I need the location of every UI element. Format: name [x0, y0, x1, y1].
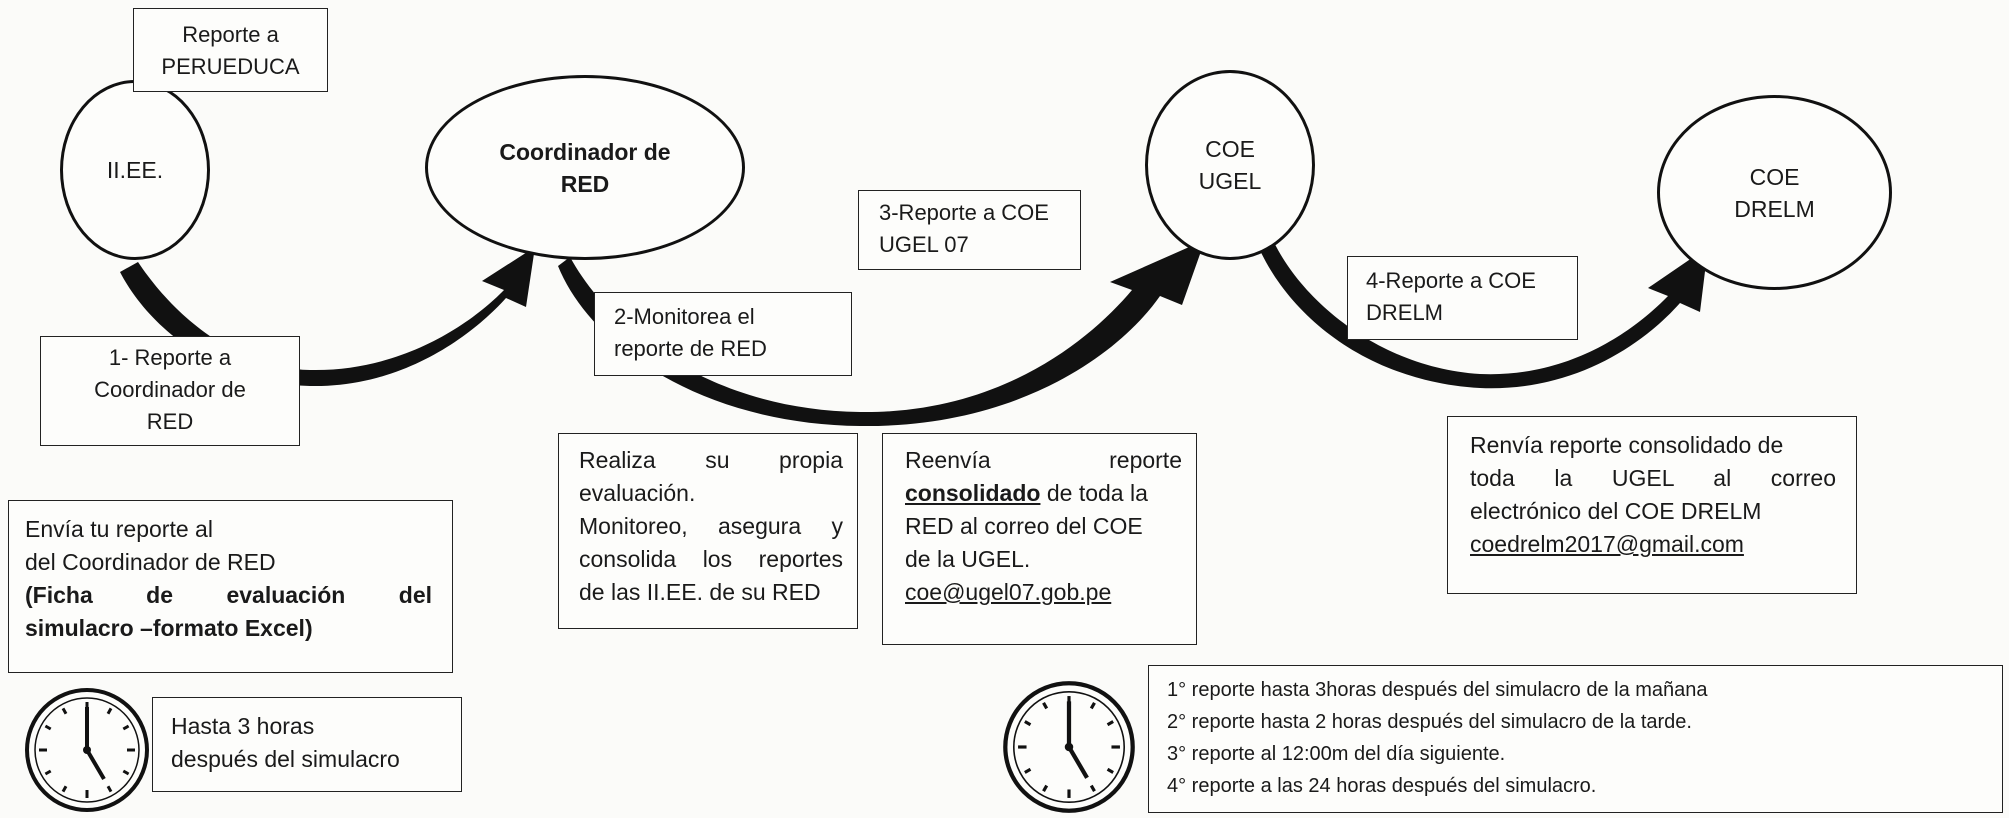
detail-text: simulacro –formato Excel) — [25, 615, 313, 641]
clock-icon — [25, 688, 149, 812]
deadline-schedule: 1° reporte hasta 3horas después del simu… — [1148, 665, 2003, 813]
detail-text: consolida los reportes — [579, 546, 843, 572]
detail-text: Envía tu reporte al — [25, 516, 213, 542]
detail-text: Realiza su propia — [579, 447, 843, 473]
emphasis-text: consolidado — [905, 480, 1041, 506]
step-label: 3-Reporte a COE — [879, 200, 1049, 225]
step-label: reporte de RED — [614, 336, 767, 361]
deadline-short: Hasta 3 horas después del simulacro — [152, 697, 462, 792]
step-label: UGEL 07 — [879, 232, 969, 257]
detail-text: consolidado de toda la — [905, 477, 1182, 510]
node-iiee: II.EE. — [60, 80, 210, 260]
detail-text: del Coordinador de RED — [25, 549, 276, 575]
step-1: 1- Reporte a Coordinador de RED — [40, 336, 300, 446]
step-label: RED — [146, 409, 194, 434]
step-perueduca: Reporte a PERUEDUCA — [133, 8, 328, 92]
step-label: 4-Reporte a COE — [1366, 268, 1536, 293]
step-label: 2-Monitorea el — [614, 304, 755, 329]
detail-text: RED al correo del COE — [905, 513, 1143, 539]
detail-text: de toda la — [1040, 480, 1148, 506]
curved-arrow-icon — [1258, 238, 1708, 389]
node-label: II.EE. — [106, 157, 164, 183]
detail-text: toda la UGEL al correo — [1470, 465, 1836, 491]
node-label: COE — [1749, 163, 1800, 190]
step-label: 1- Reporte a — [108, 345, 232, 370]
detail-text: evaluación. — [579, 480, 696, 506]
detail-text: electrónico del COE DRELM — [1470, 498, 1762, 524]
detail-text: de las II.EE. de su RED — [579, 579, 821, 605]
node-coordinador-red: Coordinador de RED — [425, 75, 745, 260]
detail-iiee: Envía tu reporte al del Coordinador de R… — [8, 500, 453, 673]
node-label: Coordinador de — [499, 138, 671, 165]
deadline-text: Hasta 3 horas — [171, 713, 315, 739]
step-3: 3-Reporte a COE UGEL 07 — [858, 190, 1081, 270]
detail-text: (Ficha de evaluación del — [25, 582, 432, 608]
step-label: Reporte a — [182, 22, 279, 47]
node-coe-drelm: COE DRELM — [1657, 95, 1892, 290]
deadline-text: después del simulacro — [171, 746, 400, 772]
step-label: Coordinador de — [94, 377, 246, 402]
node-coe-ugel: COE UGEL — [1145, 70, 1315, 260]
clock-icon — [1003, 681, 1135, 813]
schedule-item: 1° reporte hasta 3horas después del simu… — [1167, 679, 1708, 701]
step-2: 2-Monitorea el reporte de RED — [594, 292, 852, 376]
step-4: 4-Reporte a COE DRELM — [1347, 256, 1578, 340]
schedule-item: 2° reporte hasta 2 horas después del sim… — [1167, 711, 1692, 733]
step-label: PERUEDUCA — [161, 54, 300, 79]
detail-coe-drelm: Renvía reporte consolidado de toda la UG… — [1447, 416, 1857, 594]
node-label: DRELM — [1734, 195, 1815, 222]
node-label: COE — [1205, 136, 1255, 162]
detail-text: Reenvía reporte — [905, 447, 1182, 473]
detail-text: Monitoreo, asegura y — [579, 513, 843, 539]
detail-coe-ugel: Reenvía reporte consolidado de toda la R… — [882, 433, 1197, 645]
detail-coordinador: Realiza su propia evaluación. Monitoreo,… — [558, 433, 858, 629]
schedule-item: 3° reporte al 12:00m del día siguiente. — [1167, 743, 1506, 765]
curved-arrow-icon — [558, 240, 1205, 427]
schedule-item: 4° reporte a las 24 horas después del si… — [1167, 775, 1597, 797]
step-label: DRELM — [1366, 300, 1444, 325]
email-link[interactable]: coe@ugel07.gob.pe — [905, 579, 1112, 605]
detail-text: Renvía reporte consolidado de — [1470, 432, 1784, 458]
detail-text: de la UGEL. — [905, 546, 1031, 572]
email-link[interactable]: coedrelm2017@gmail.com — [1470, 531, 1744, 557]
node-label: UGEL — [1198, 168, 1262, 194]
node-label: RED — [560, 170, 610, 197]
